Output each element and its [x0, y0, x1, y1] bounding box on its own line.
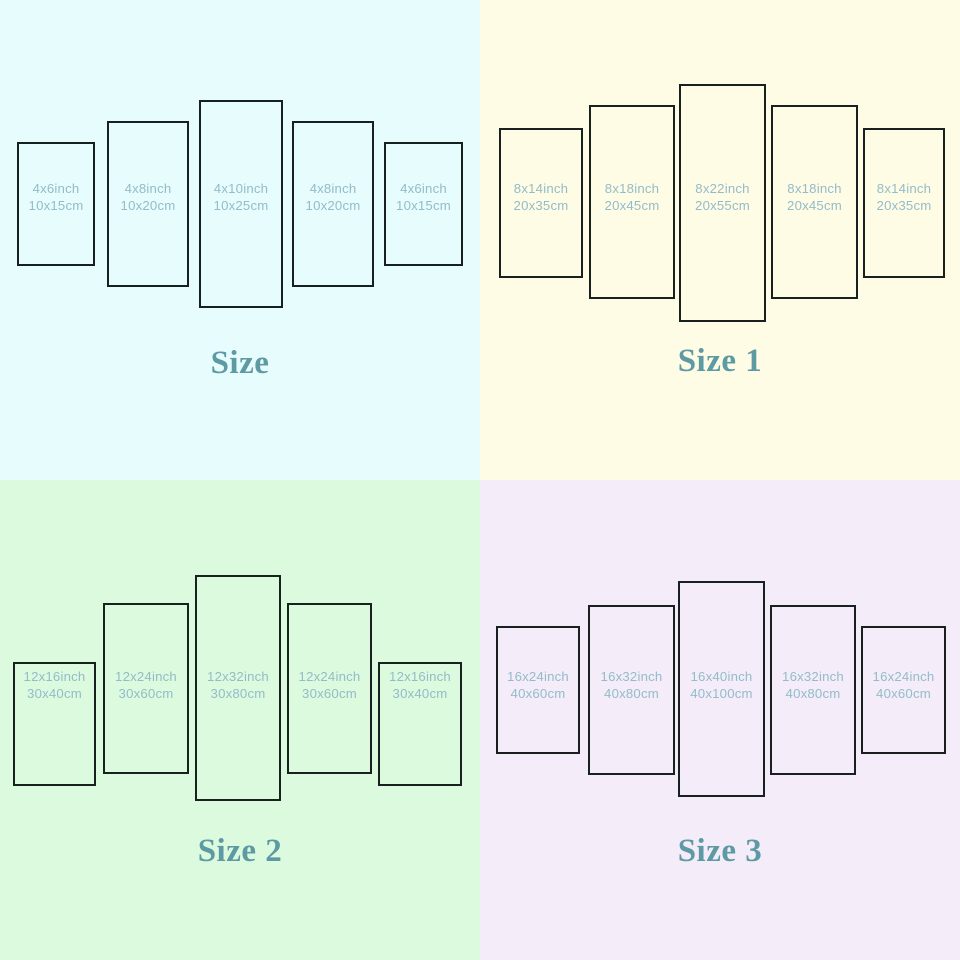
canvas-panel	[13, 662, 96, 786]
size-option-title: Size 1	[677, 343, 763, 379]
canvas-panel	[496, 626, 580, 754]
canvas-panel	[287, 603, 372, 774]
canvas-panel	[771, 105, 858, 299]
canvas-panel	[103, 603, 189, 774]
canvas-panel	[292, 121, 374, 287]
canvas-panel	[384, 142, 463, 266]
canvas-panel	[199, 100, 283, 308]
canvas-panel	[679, 84, 766, 322]
canvas-panel	[861, 626, 946, 754]
canvas-panel	[378, 662, 462, 786]
canvas-panel	[588, 605, 675, 775]
canvas-panel	[589, 105, 675, 299]
canvas-panel	[17, 142, 95, 266]
size-option-title: Size 2	[197, 833, 283, 869]
canvas-panel	[499, 128, 583, 278]
size-option-title: Size 3	[677, 833, 763, 869]
canvas-panel	[770, 605, 856, 775]
canvas-panel	[863, 128, 945, 278]
canvas-panel	[107, 121, 189, 287]
canvas-panel	[195, 575, 281, 801]
canvas-panel	[678, 581, 765, 797]
size-option-title: Size	[210, 345, 270, 381]
